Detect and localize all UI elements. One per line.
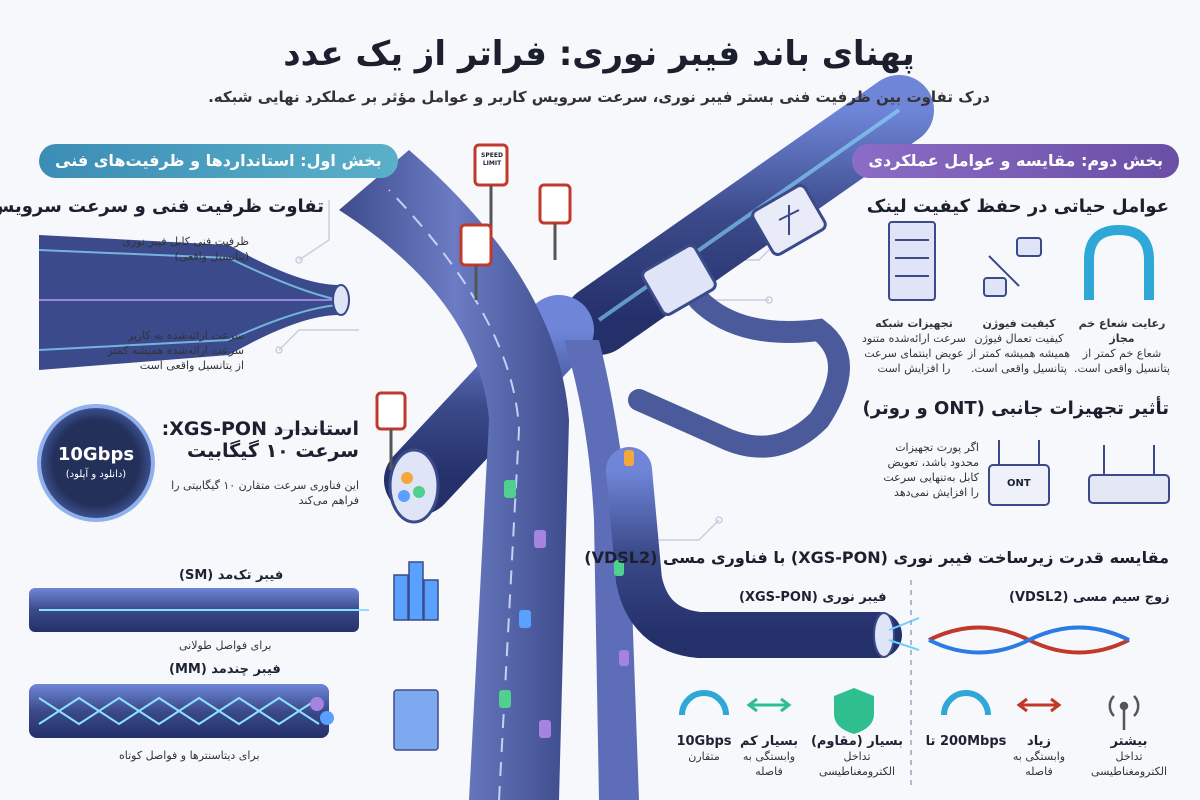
xgspon-desc-2: فراهم می‌کند bbox=[299, 494, 360, 507]
equipment-line2: عویض اینتمای سرعت bbox=[865, 347, 965, 360]
badge-sub: (دانلود و آپلود) bbox=[66, 469, 128, 480]
copper-label: زوج سیم مسی (VDSL2) bbox=[1010, 590, 1171, 605]
xgspon-desc: این فناوری سرعت متقارن ۱۰ گیگابیتی را bbox=[172, 479, 360, 492]
ont-line2: محدود باشد، تعویض bbox=[888, 456, 980, 469]
arrow-copper-icon bbox=[1017, 697, 1063, 713]
fiber-cable-bottom bbox=[607, 447, 903, 658]
service-label-3: از پتانسیل واقعی است bbox=[140, 359, 245, 372]
cars bbox=[500, 450, 635, 738]
capacity-heading: تفاوت ظرفیت فنی و سرعت سرویس bbox=[0, 196, 325, 217]
fiber-metric-distance: بسیار کم وابستگی به فاصله bbox=[740, 734, 800, 778]
compare-heading: مقایسه قدرت زیرساخت فیبر نوری (XGS-PON) … bbox=[585, 548, 1170, 567]
sm-label: فیبر تک‌مد (SM) bbox=[180, 568, 285, 583]
server-rack-icon bbox=[889, 221, 937, 301]
switch-box-icon bbox=[752, 184, 828, 256]
equipment-line3: را افزایش است bbox=[878, 362, 952, 375]
bend-title: رعایت شعاع خم مجاز bbox=[1079, 317, 1167, 345]
datacenter-icon bbox=[394, 689, 440, 751]
fiber-metric-emi: بسیار (مقاوم) تداخل الکترومغناطیسی bbox=[811, 734, 905, 778]
xgspon-heading: استاندارد XGS-PON: bbox=[162, 418, 360, 440]
signal-icon bbox=[1109, 695, 1141, 730]
sm-desc: برای فواصل طولانی bbox=[180, 639, 273, 652]
copper-metric-speed: 200Mbps تا bbox=[926, 734, 1008, 749]
ont-heading: تأثیر تجهیزات جانبی (ONT و روتر) bbox=[863, 398, 1170, 419]
capacity-label-top-sub: (پتانسیل واقعی) bbox=[175, 250, 250, 263]
ont-device-icon bbox=[989, 440, 1051, 506]
equipment-line1: سرعت ارائه‌شده متنود bbox=[863, 332, 967, 345]
capacity-cable bbox=[40, 235, 340, 370]
ont-device-label: ONT bbox=[1008, 478, 1032, 489]
section1-pill: بخش اول: استانداردها و ظرفیت‌های فنی bbox=[40, 144, 399, 178]
city-icon bbox=[394, 561, 440, 621]
mm-label: فیبر چندمد (MM) bbox=[170, 662, 282, 677]
fiber-label: فیبر نوری (XGS-PON) bbox=[740, 590, 888, 605]
loop-cable bbox=[629, 289, 851, 458]
fiber-metric-speed: 10Gbps متقارن bbox=[677, 734, 733, 763]
bend-radius-icon bbox=[1085, 224, 1155, 300]
router-icon bbox=[1089, 445, 1171, 504]
gauge-fiber-icon bbox=[680, 690, 730, 716]
gauge-copper-icon bbox=[942, 690, 992, 716]
service-label: سرعت ارائه‌شده به کاربر bbox=[128, 329, 245, 342]
xgspon-heading-2: سرعت ۱۰ گیگابیت bbox=[187, 440, 360, 462]
ont-line3: کابل به‌تنهایی سرعت bbox=[884, 471, 980, 484]
fusion-line3: پتانسیل واقعی است. bbox=[972, 362, 1068, 375]
connector-box-icon bbox=[642, 244, 718, 316]
copper-metric-emi: بیشتر تداخل الکترومغناطیسی bbox=[1091, 734, 1169, 778]
fusion-icon bbox=[984, 237, 1043, 297]
arrow-fiber-icon bbox=[747, 697, 793, 713]
capacity-label-top: ظرفیت فنی کابل فیبر نوری bbox=[123, 235, 250, 248]
service-label-2: سرعت ارائه‌شده همیشه کمتر bbox=[108, 344, 245, 357]
badge-value: 10Gbps bbox=[58, 444, 136, 465]
page-subtitle: درک تفاوت بین ظرفیت فنی بستر فیبر نوری، … bbox=[209, 88, 991, 106]
section2-pill: بخش دوم: مقایسه و عوامل عملکردی bbox=[853, 144, 1180, 178]
page-title: پهنای باند فیبر نوری: فراتر از یک عدد bbox=[284, 34, 916, 74]
fusion-line2: همیشه همیشه کمتر از bbox=[968, 347, 1072, 360]
vital-heading: عوامل حیاتی در حفظ کیفیت لینک bbox=[867, 196, 1170, 217]
speed-badge: 10Gbps (دانلود و آپلود) bbox=[42, 408, 152, 518]
shield-icon bbox=[835, 688, 875, 734]
bend-line1: شعاع خم کمتر از bbox=[1083, 347, 1163, 360]
mm-desc: برای دیتاسنترها و فواصل کوتاه bbox=[120, 749, 261, 762]
main-road bbox=[340, 150, 570, 800]
ont-line4: را افزایش نمی‌دهد bbox=[895, 486, 980, 499]
fusion-line1: کیفیت تعمال فیوژن bbox=[975, 332, 1065, 345]
ont-line1: اگر پورت تجهیزات bbox=[896, 441, 980, 454]
bend-line2: پتانسیل واقعی است. bbox=[1075, 362, 1171, 375]
equipment-title: تجهیزات شبکه bbox=[876, 317, 954, 330]
fusion-title: کیفیت فیوژن bbox=[983, 317, 1057, 330]
copper-metric-distance: زیاد وابستگی به فاصله bbox=[1013, 734, 1067, 778]
speed-limit-signs bbox=[376, 143, 573, 470]
